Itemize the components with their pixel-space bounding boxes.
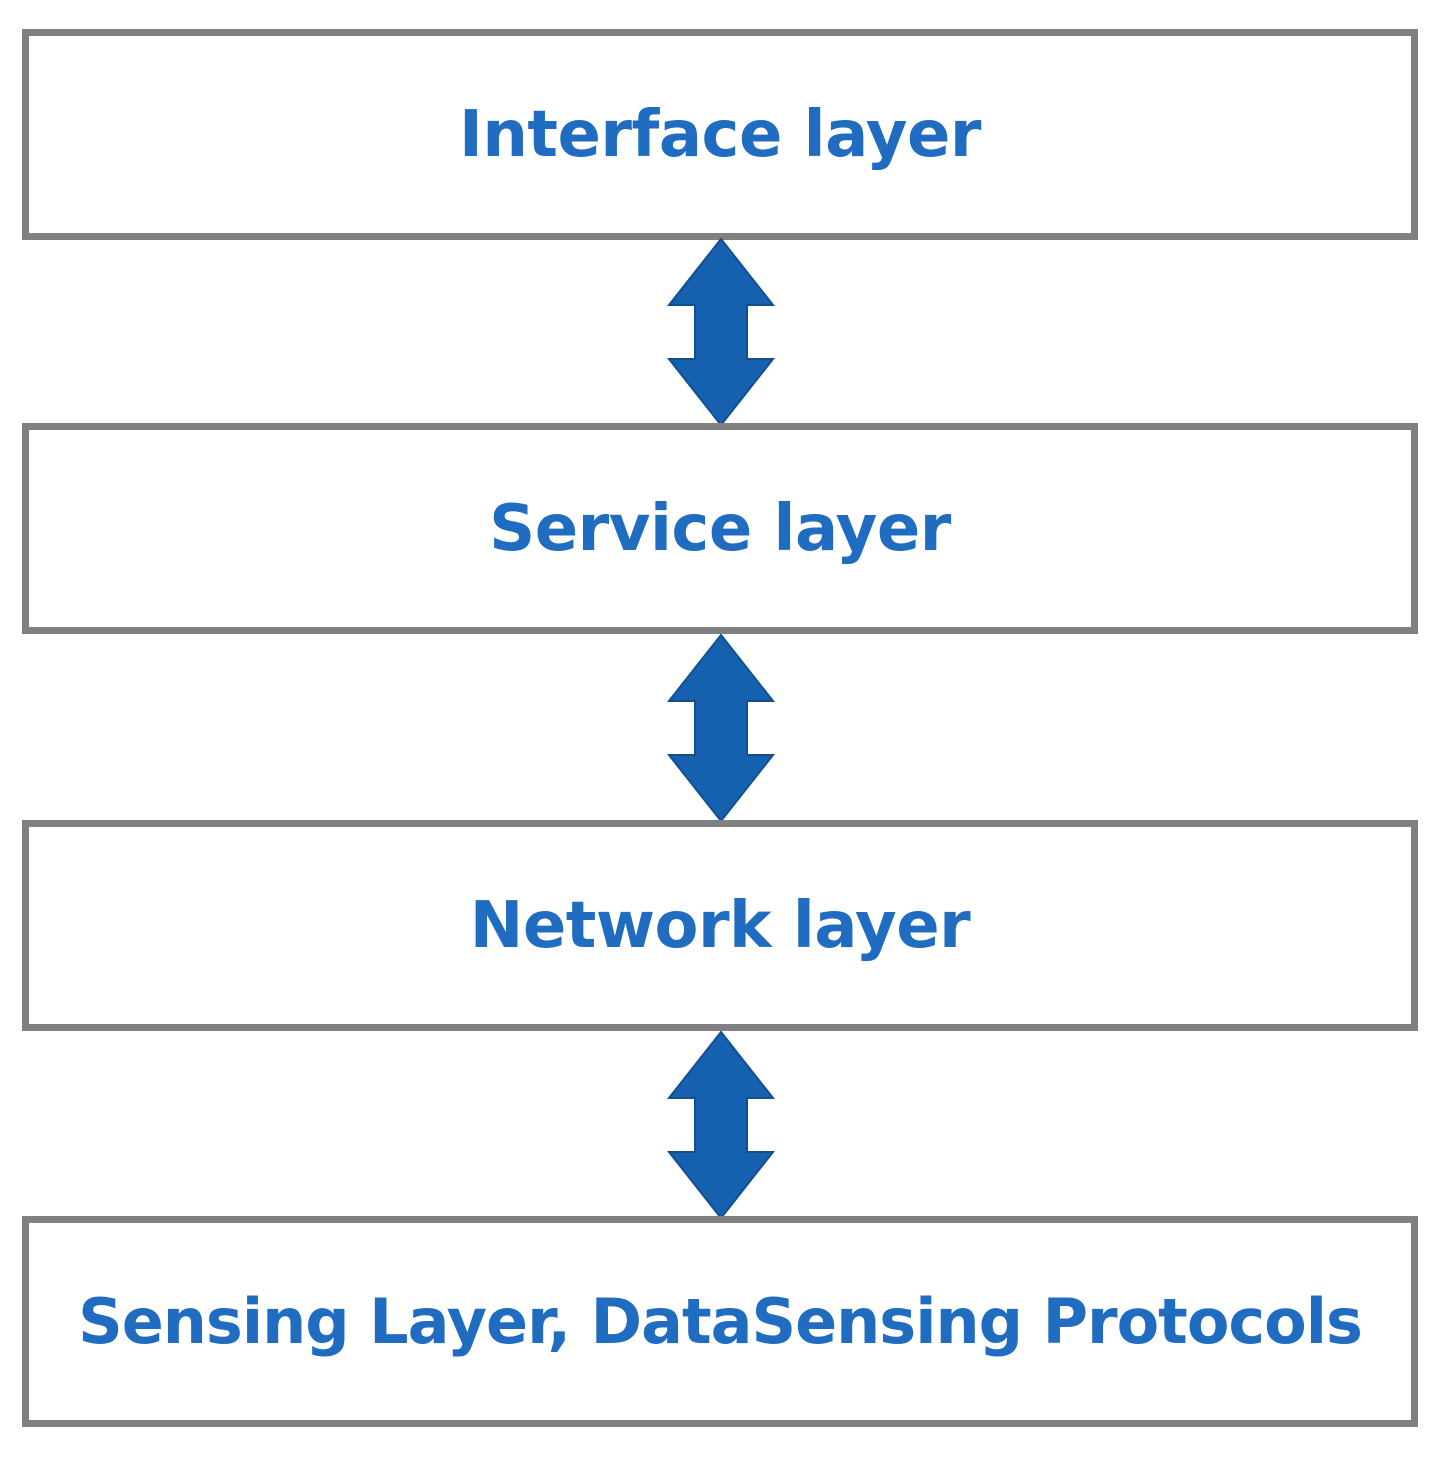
interface-layer-box: Interface layer	[22, 29, 1418, 240]
service-layer-box: Service layer	[22, 423, 1418, 634]
double-arrow-icon	[666, 237, 776, 427]
network-layer-box: Network layer	[22, 820, 1418, 1031]
double-arrow-icon	[666, 1030, 776, 1220]
double-arrow-icon	[666, 633, 776, 823]
sensing-layer-label: Sensing Layer, DataSensing Protocols	[78, 1285, 1363, 1358]
service-layer-label: Service layer	[489, 491, 951, 566]
interface-layer-label: Interface layer	[459, 97, 981, 172]
sensing-layer-box: Sensing Layer, DataSensing Protocols	[22, 1216, 1418, 1427]
network-layer-label: Network layer	[469, 888, 971, 963]
